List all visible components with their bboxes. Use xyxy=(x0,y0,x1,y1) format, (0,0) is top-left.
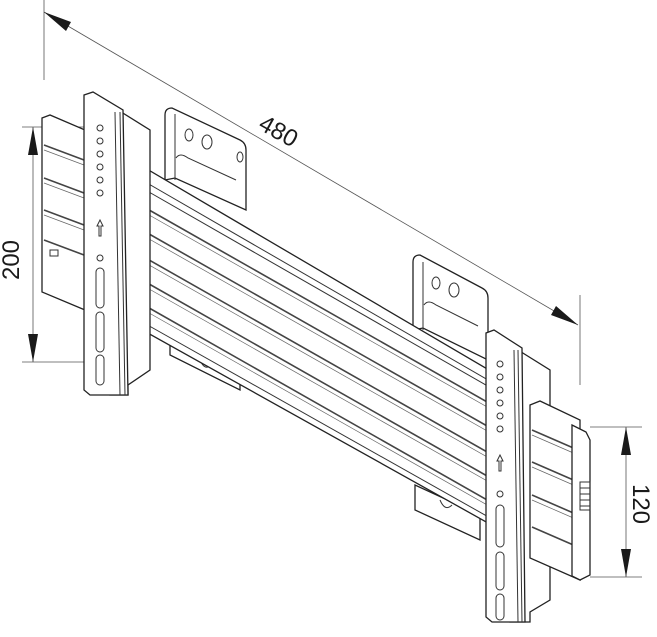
arrowhead-icon xyxy=(551,306,578,325)
arrowhead-icon xyxy=(28,334,38,362)
up-arrow-icon xyxy=(496,453,504,472)
left-rail-segment xyxy=(41,114,86,311)
arrowhead-icon xyxy=(621,427,631,455)
dimension-120 xyxy=(590,426,642,578)
arrowhead-icon xyxy=(28,127,38,155)
horizontal-rail xyxy=(127,164,541,554)
arrowhead-icon xyxy=(44,12,71,31)
left-vertical-arm xyxy=(83,91,151,396)
dimension-480 xyxy=(43,0,581,385)
up-arrow-icon xyxy=(96,218,104,237)
rail-end-cap xyxy=(529,400,591,581)
wall-plate-left xyxy=(164,107,247,212)
wall-plate-right xyxy=(412,254,489,362)
dimension-rail-height-label: 120 xyxy=(627,483,655,525)
arrowhead-icon xyxy=(621,549,631,577)
dimension-arm-height-label: 200 xyxy=(0,239,26,281)
